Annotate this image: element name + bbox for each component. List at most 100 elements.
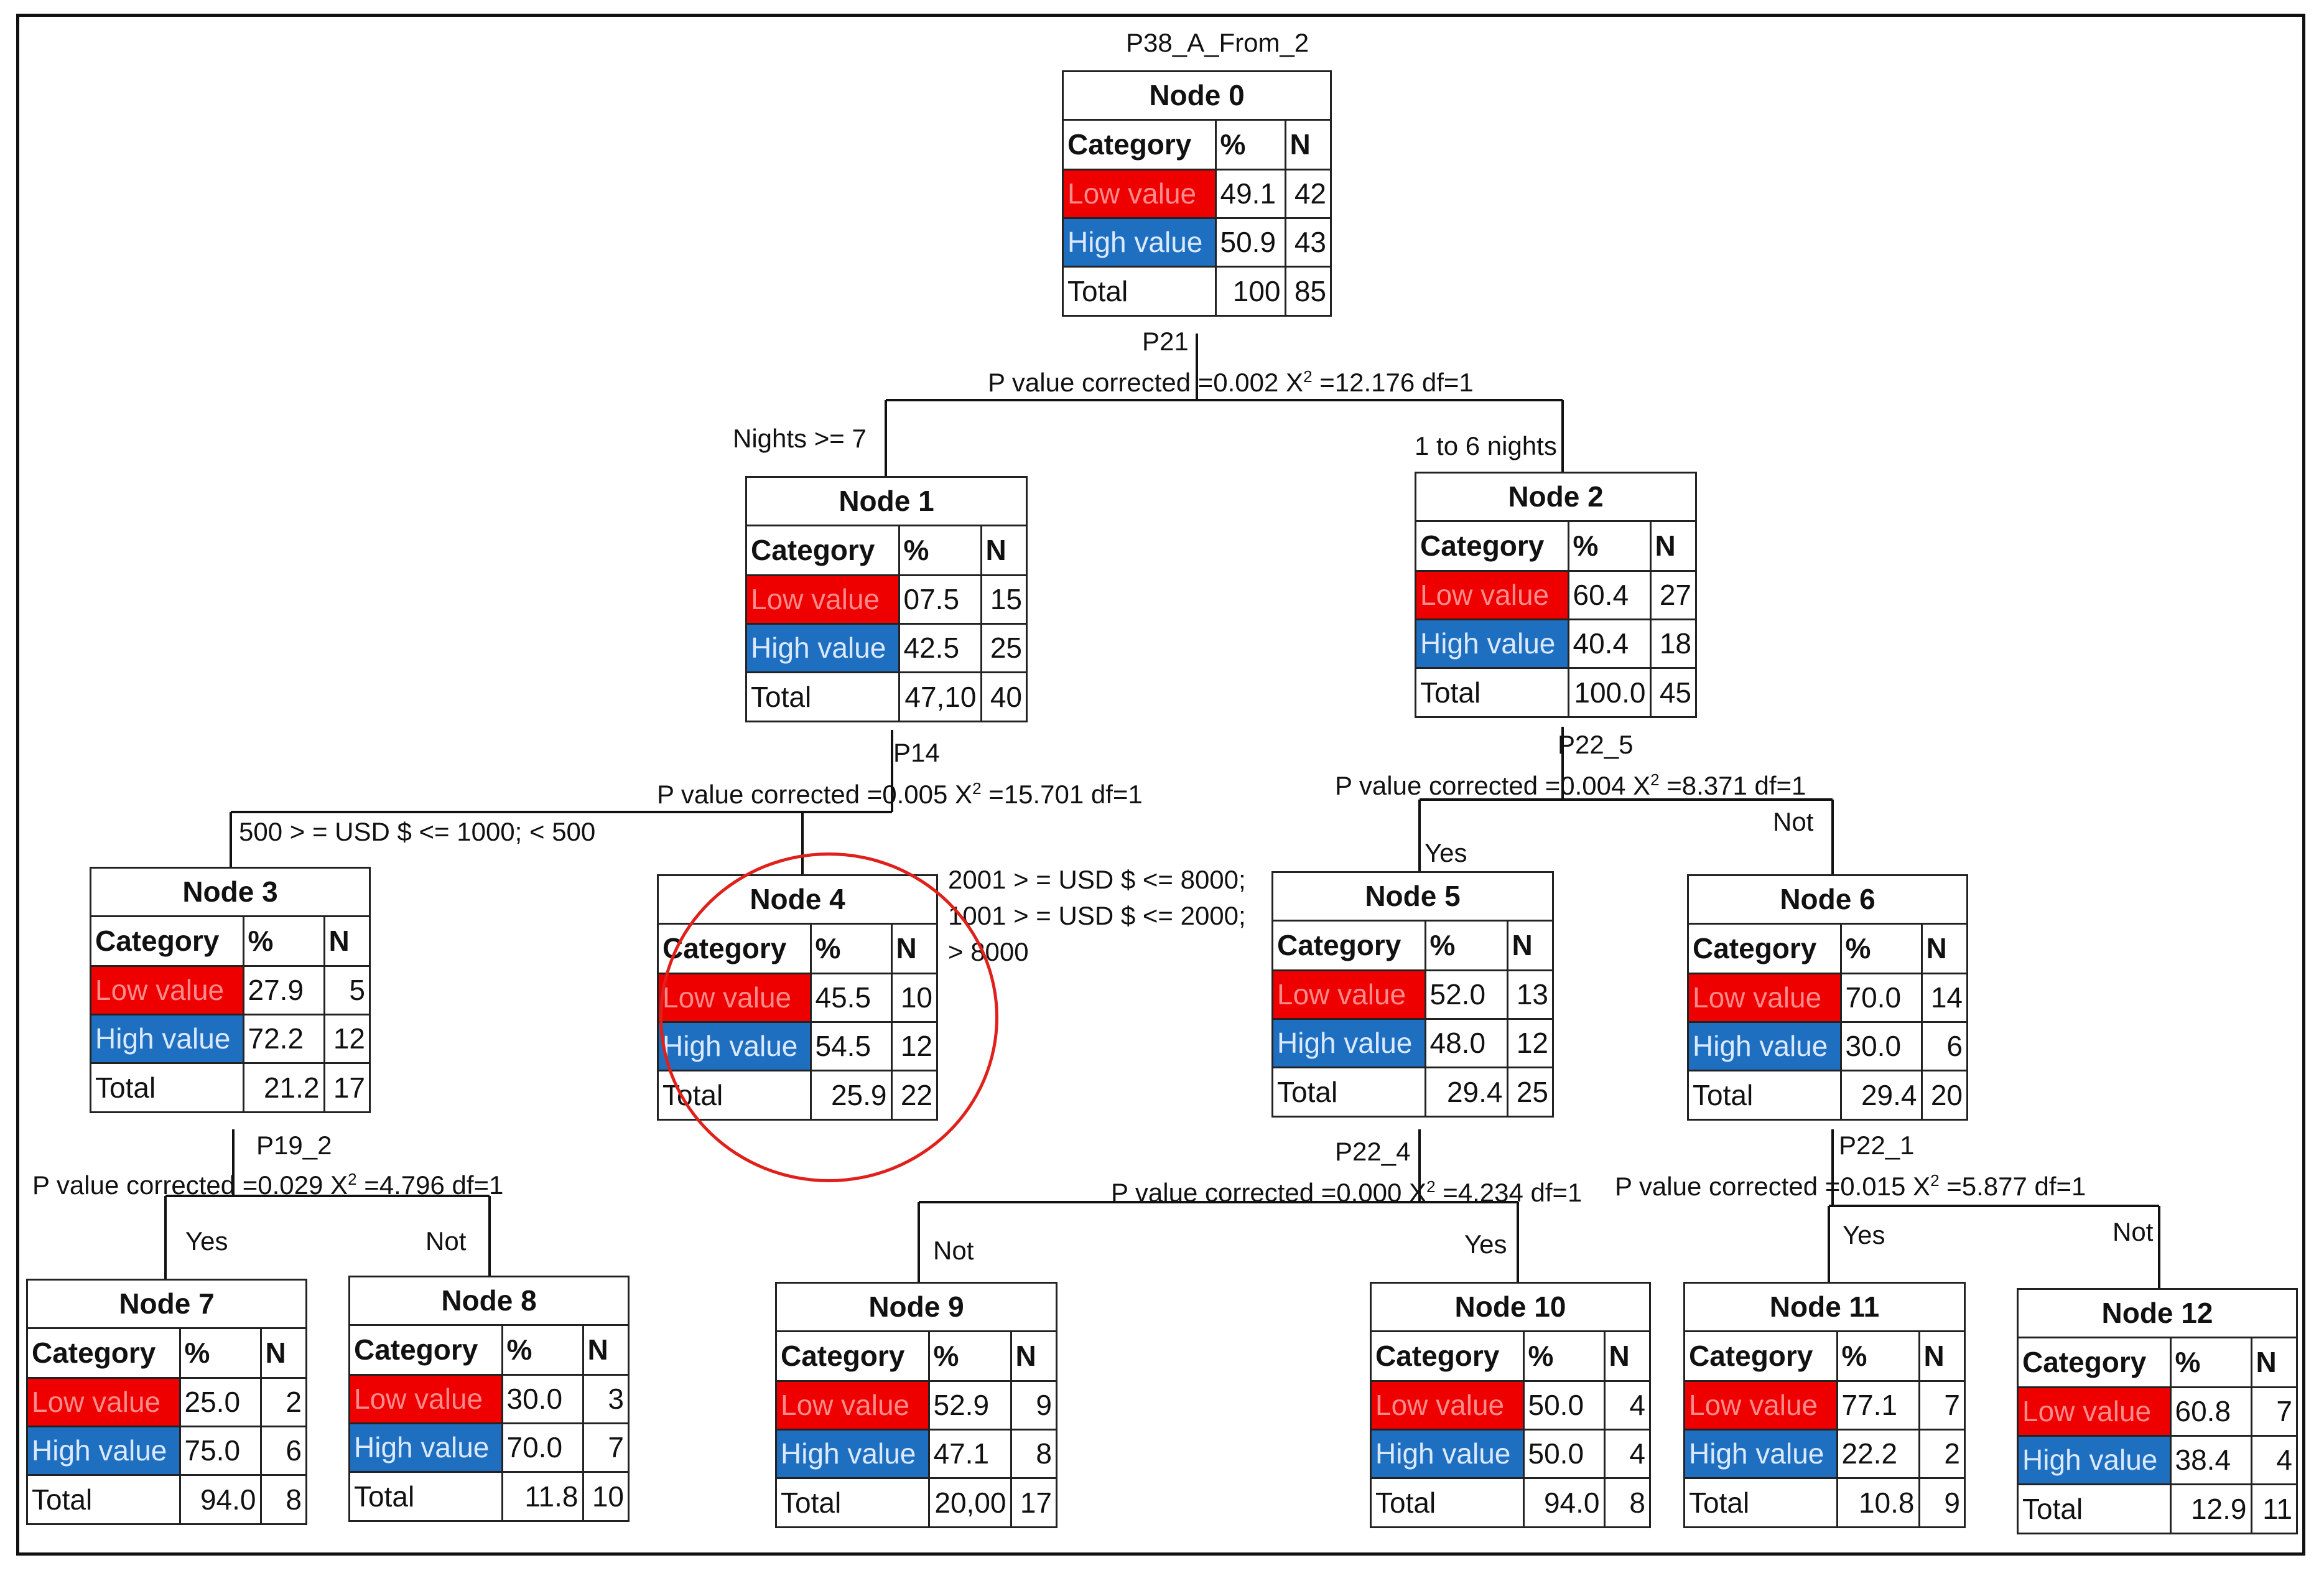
split-var-label-node3: P19_2 <box>256 1131 332 1160</box>
low-value-percent: 49.1 <box>1214 168 1286 219</box>
category-low-value: Low value <box>777 1379 930 1431</box>
branch-label-node6: Not <box>1773 807 1814 836</box>
low-value-n: 4 <box>1603 1379 1649 1431</box>
total-percent: 12.9 <box>2169 1483 2252 1533</box>
header-category: Category <box>1064 121 1217 170</box>
branch-label-line: 2001 > = USD $ <= 8000; <box>948 865 1246 894</box>
header-percent: % <box>927 1332 1012 1382</box>
split-stat-text: =8.371 df=1 <box>1659 771 1806 800</box>
category-total: Total <box>28 1473 181 1523</box>
total-percent: 94.0 <box>179 1473 262 1523</box>
category-high-value: High value <box>28 1425 181 1476</box>
header-category: Category <box>1685 1332 1838 1382</box>
header-category: Category <box>91 917 244 967</box>
header-percent: % <box>898 526 982 576</box>
header-category: Category <box>350 1326 503 1376</box>
high-value-percent: 47.1 <box>927 1428 1012 1479</box>
header-category: Category <box>1689 925 1842 974</box>
split-stat-label-node0: P value corrected =0.002 X2 =12.176 df=1 <box>988 361 1474 398</box>
low-value-n: 3 <box>582 1373 628 1424</box>
total-n: 8 <box>259 1473 305 1523</box>
category-total: Total <box>2019 1483 2172 1533</box>
total-n: 40 <box>980 671 1026 721</box>
category-high-value: High value <box>1416 618 1569 669</box>
high-value-n: 12 <box>1506 1017 1552 1068</box>
total-n: 85 <box>1284 265 1330 315</box>
category-high-value: High value <box>2019 1434 2172 1485</box>
low-value-n: 42 <box>1284 168 1330 219</box>
chi-square-superscript: 2 <box>1303 367 1313 386</box>
category-high-value: High value <box>1685 1428 1838 1479</box>
header-percent: % <box>501 1326 584 1376</box>
category-high-value: High value <box>777 1428 930 1479</box>
chi-square-superscript: 2 <box>1650 770 1660 789</box>
category-high-value: High value <box>1273 1017 1426 1068</box>
category-total: Total <box>350 1470 503 1520</box>
split-stat-label-node5: P value corrected =0.000 X2 =4.234 df=1 <box>1111 1171 1582 1208</box>
high-value-percent: 38.4 <box>2169 1434 2252 1485</box>
high-value-n: 8 <box>1010 1428 1056 1479</box>
high-value-percent: 50.0 <box>1522 1428 1606 1479</box>
split-stat-text: =15.701 df=1 <box>981 780 1143 809</box>
high-value-n: 7 <box>582 1422 628 1473</box>
split-stat-label-node3: P value corrected =0.029 X2 =4.796 df=1 <box>32 1164 503 1201</box>
low-value-n: 27 <box>1649 569 1695 620</box>
low-value-percent: 70.0 <box>1839 972 1923 1023</box>
high-value-percent: 40.4 <box>1567 618 1652 669</box>
header-n: N <box>1284 121 1330 170</box>
split-stat-text: =4.796 df=1 <box>356 1170 504 1200</box>
header-percent: % <box>1836 1332 1920 1382</box>
node-title: Node 12 <box>2019 1290 2296 1338</box>
total-n: 17 <box>323 1062 369 1111</box>
split-var-label-node2: P22_5 <box>1558 730 1634 759</box>
header-n: N <box>1010 1332 1056 1382</box>
category-high-value: High value <box>1372 1428 1525 1479</box>
node-title: Node 9 <box>777 1284 1056 1332</box>
header-n: N <box>323 917 369 967</box>
category-low-value: Low value <box>91 964 244 1015</box>
high-value-n: 43 <box>1284 217 1330 268</box>
category-total: Total <box>1064 265 1217 315</box>
split-stat-label-node1: P value corrected =0.005 X2 =15.701 df=1 <box>657 773 1143 810</box>
node-title: Node 8 <box>350 1277 628 1326</box>
header-percent: % <box>1839 925 1923 974</box>
high-value-n: 6 <box>259 1425 305 1476</box>
category-high-value: High value <box>747 622 900 673</box>
category-low-value: Low value <box>1416 569 1569 620</box>
high-value-percent: 75.0 <box>179 1425 262 1476</box>
chi-square-superscript: 2 <box>1930 1171 1940 1190</box>
low-value-n: 5 <box>323 964 369 1015</box>
category-low-value: Low value <box>1064 168 1217 219</box>
diagram-frame <box>16 14 2305 1556</box>
branch-label-node10: Yes <box>1464 1230 1507 1259</box>
total-percent: 21.2 <box>242 1062 325 1111</box>
high-value-percent: 30.0 <box>1839 1020 1923 1071</box>
chi-square-superscript: 2 <box>972 779 982 798</box>
high-value-n: 4 <box>1603 1428 1649 1479</box>
split-stat-label-node2: P value corrected =0.004 X2 =8.371 df=1 <box>1335 764 1806 801</box>
high-value-n: 4 <box>2250 1434 2296 1485</box>
category-low-value: Low value <box>1689 972 1842 1023</box>
split-stat-label-node6: P value corrected =0.015 X2 =5.877 df=1 <box>1615 1165 2086 1202</box>
category-high-value: High value <box>350 1422 503 1473</box>
chi-square-superscript: 2 <box>348 1170 357 1188</box>
split-var-label-node5: P22_4 <box>1335 1137 1411 1166</box>
category-total: Total <box>777 1477 930 1526</box>
header-n: N <box>1920 925 1966 974</box>
total-percent: 94.0 <box>1522 1477 1606 1526</box>
low-value-percent: 60.8 <box>2169 1386 2252 1437</box>
